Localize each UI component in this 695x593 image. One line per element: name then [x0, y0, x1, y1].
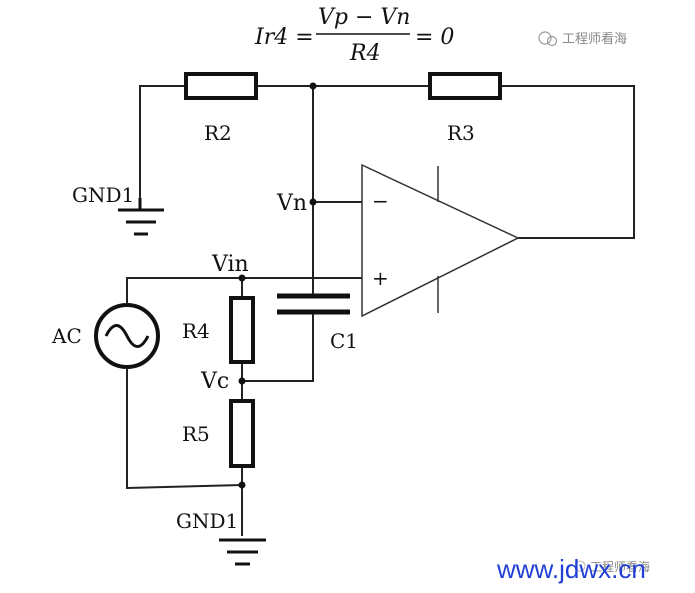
label-r3: R3 — [447, 121, 475, 145]
wechat-icon-small — [546, 35, 558, 47]
site-url[interactable]: www.jdwx.cn — [496, 554, 646, 584]
wires — [126, 85, 635, 536]
label-r5: R5 — [182, 422, 210, 446]
junction-vin — [238, 274, 246, 282]
junction-gnd — [238, 481, 246, 489]
op-amp-triangle — [361, 163, 520, 318]
junction-vc — [238, 377, 246, 385]
labels: R2 R3 GND1 Vn Vin AC R4 C1 Vc R5 GND1 — [51, 121, 475, 533]
label-r4: R4 — [182, 319, 210, 343]
formula: Ir4 = Vp − Vn R4 = 0 — [254, 5, 454, 66]
resistor-r2 — [184, 72, 258, 100]
junction-top — [309, 82, 317, 90]
label-ac: AC — [51, 324, 82, 348]
label-vc: Vc — [200, 369, 229, 394]
label-gnd-bottom: GND1 — [176, 509, 238, 533]
capacitor-c1 — [277, 293, 350, 315]
ground-symbol-bottom — [219, 538, 266, 566]
op-amp-plus: + — [372, 266, 389, 290]
ground-symbol-top — [118, 198, 164, 236]
resistor-r5 — [229, 399, 255, 468]
ac-source — [94, 303, 160, 369]
label-c1: C1 — [330, 329, 358, 353]
junctions — [238, 82, 317, 489]
label-gnd-top: GND1 — [72, 183, 134, 207]
sine-wave-icon — [104, 324, 150, 348]
wire-ac-gnd — [126, 366, 243, 490]
wire-vin — [126, 277, 362, 306]
formula-rhs: = 0 — [415, 25, 454, 50]
wechat-icon — [538, 31, 552, 45]
wire-c1-vc — [242, 312, 314, 382]
op-amp-minus: − — [372, 189, 389, 213]
junction-vn — [309, 198, 317, 206]
op-amp: − + — [361, 163, 520, 318]
resistor-r3 — [428, 72, 502, 100]
wechat-icon-bottom — [574, 560, 586, 572]
formula-lhs: Ir4 = — [254, 25, 314, 50]
label-r2: R2 — [204, 121, 232, 145]
watermark-bottom: 工程师看海 — [574, 559, 650, 574]
label-vn: Vn — [276, 191, 307, 216]
watermark-top: 工程师看海 — [538, 31, 627, 47]
formula-denominator: R4 — [349, 41, 381, 66]
watermark-top-text: 工程师看海 — [562, 31, 627, 47]
formula-numerator: Vp − Vn — [318, 5, 410, 30]
label-vin: Vin — [211, 252, 249, 277]
wire-gnd-r2 — [139, 85, 186, 198]
watermark-bottom-text: 工程师看海 — [590, 559, 650, 574]
wire-feedback — [500, 85, 635, 239]
resistor-r4 — [229, 296, 255, 364]
